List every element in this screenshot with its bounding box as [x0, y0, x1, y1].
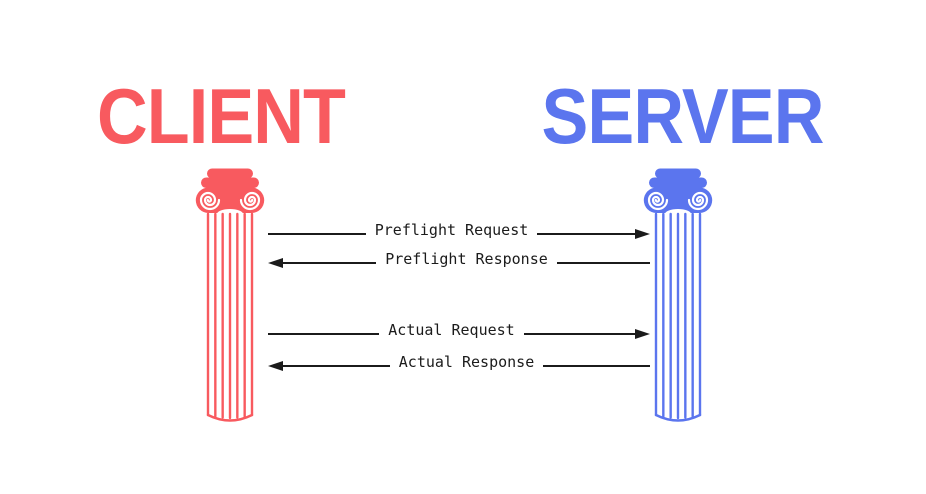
arrow-line [556, 262, 650, 264]
message-label: Actual Request [388, 321, 515, 339]
arrow-line [268, 333, 380, 335]
server-label: SERVER [541, 72, 825, 160]
arrow-line [523, 333, 635, 335]
client-column-icon [195, 167, 265, 429]
arrowhead-right-icon [635, 329, 650, 339]
arrowhead-left-icon [268, 258, 283, 268]
arrow-line [537, 233, 635, 235]
client-label: CLIENT [96, 72, 346, 160]
message-label: Preflight Request [374, 221, 529, 239]
arrow-line [268, 233, 366, 235]
arrowhead-left-icon [268, 361, 283, 371]
arrow-line [283, 262, 377, 264]
arrowhead-right-icon [635, 229, 650, 239]
arrow-line [283, 365, 390, 367]
preflight-request-arrow: Preflight Request [268, 219, 650, 249]
preflight-response-arrow: Preflight Response [268, 248, 650, 278]
arrow-line [543, 365, 650, 367]
message-label: Preflight Response [385, 250, 548, 268]
server-column-icon [643, 167, 713, 429]
message-label: Actual Response [398, 353, 535, 371]
actual-response-arrow: Actual Response [268, 351, 650, 381]
actual-request-arrow: Actual Request [268, 319, 650, 349]
